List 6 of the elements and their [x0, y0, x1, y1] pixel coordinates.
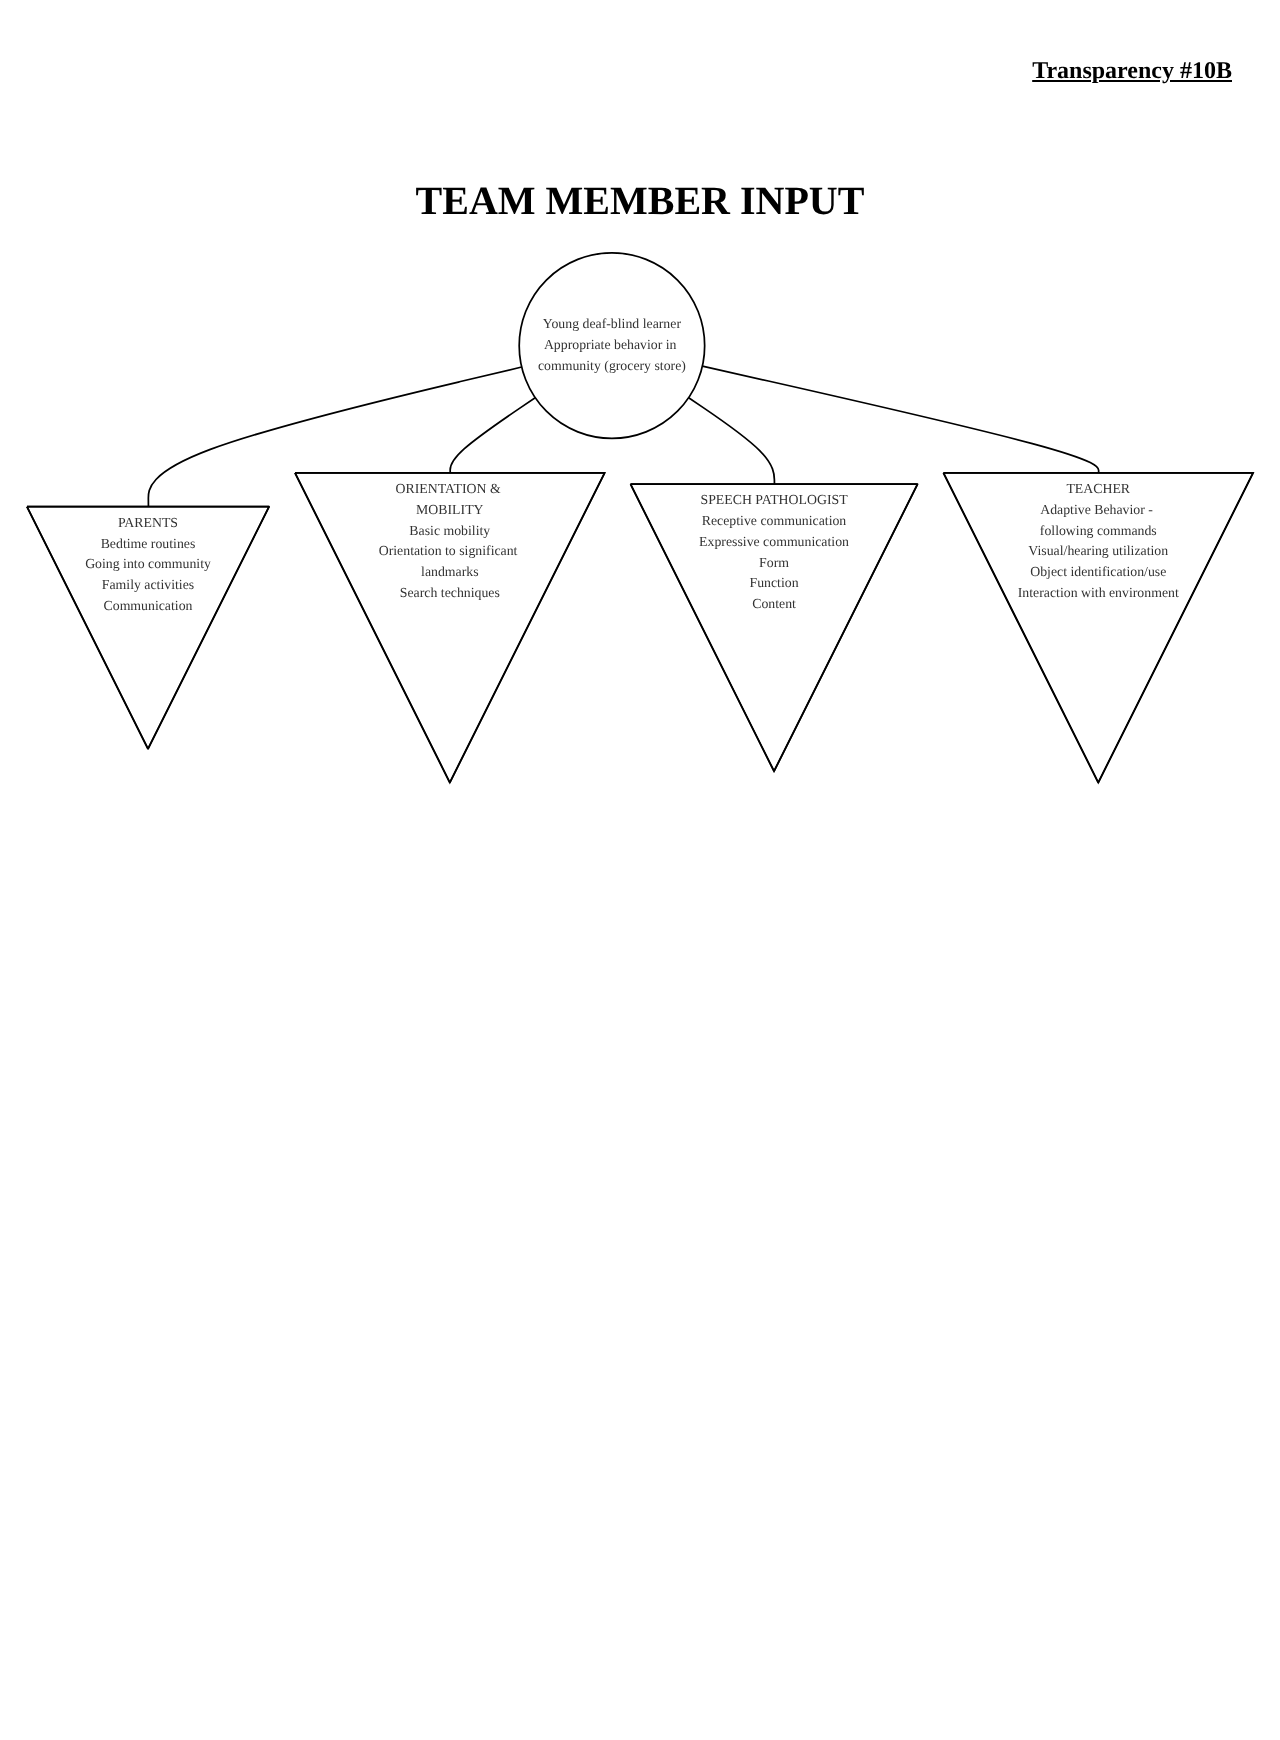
transparency-number: Transparency #10B: [1032, 56, 1232, 86]
diagram-title: TEAM MEMBER INPUT: [413, 180, 867, 226]
connector: [687, 396, 776, 486]
connector: [449, 396, 537, 475]
connector: [701, 365, 1100, 475]
connector: [147, 366, 523, 508]
